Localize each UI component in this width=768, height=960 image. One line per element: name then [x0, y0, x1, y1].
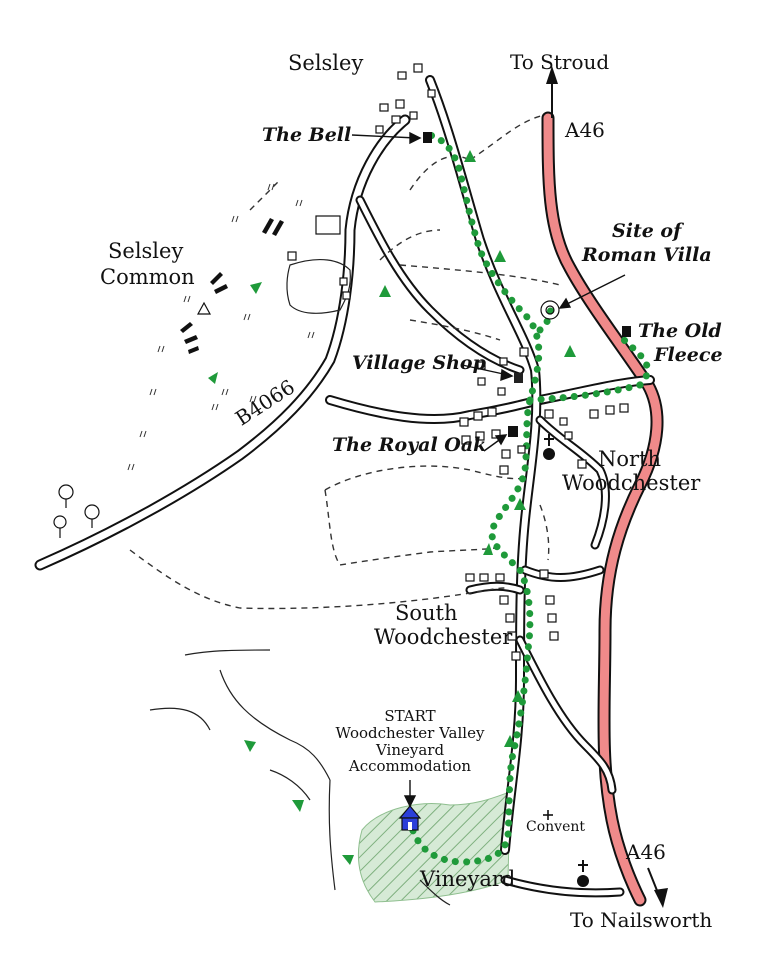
field-boundaries — [149, 259, 451, 906]
grass-ticks — [127, 183, 315, 471]
label-royal-oak: The Royal Oak — [332, 434, 487, 456]
start-line-2: Woodchester Valley — [335, 723, 485, 742]
houses — [287, 63, 629, 661]
tree-icons — [53, 484, 100, 538]
label-convent: Convent — [526, 819, 585, 835]
church-icon — [543, 434, 555, 460]
start-label: START Woodchester Valley Vineyard Accomm… — [330, 708, 490, 775]
label-selsley-common-2: Common — [100, 265, 195, 289]
church-icon — [577, 860, 589, 887]
label-old-fleece-1: The Old — [638, 320, 722, 342]
arrow-up-icon — [546, 66, 558, 84]
the-bell-marker — [423, 132, 432, 143]
label-roman-villa-2: Roman Villa — [582, 244, 712, 266]
convent-cross-icon — [543, 810, 553, 820]
hill-marks — [180, 218, 284, 354]
label-selsley-common-1: Selsley — [108, 239, 184, 263]
trig-point-icon — [196, 301, 212, 315]
label-north-woodchester-2: Woodchester — [562, 471, 701, 495]
b4066-road — [34, 114, 411, 571]
village-shop-marker — [514, 373, 523, 383]
start-line-4: Accommodation — [348, 757, 472, 776]
royal-oak-marker — [508, 426, 518, 437]
label-old-fleece-2: Fleece — [654, 344, 723, 366]
start-line-3: Vineyard — [375, 740, 445, 759]
roman-villa-icon — [540, 300, 560, 320]
walking-route — [406, 131, 651, 866]
label-north-woodchester-1: North — [598, 447, 662, 471]
label-village-shop: Village Shop — [352, 352, 486, 374]
label-vineyard: Vineyard — [420, 867, 516, 891]
label-to-nailsworth: To Nailsworth — [570, 908, 713, 932]
start-line-1: START — [384, 707, 436, 725]
label-the-bell: The Bell — [262, 124, 352, 146]
route-arrows — [208, 150, 576, 865]
leader-arrows — [351, 131, 626, 808]
label-roman-villa-1: Site of — [612, 220, 682, 242]
footpaths — [129, 114, 561, 610]
label-south-woodchester-1: South — [395, 601, 458, 625]
label-selsley: Selsley — [288, 51, 364, 75]
label-a46-north: A46 — [565, 118, 605, 142]
label-a46-south: A46 — [626, 840, 666, 864]
old-fleece-marker — [622, 326, 631, 337]
start-house-icon — [398, 805, 422, 831]
label-to-stroud: To Stroud — [510, 50, 610, 74]
arrow-down-icon — [654, 888, 668, 908]
label-south-woodchester-2: Woodchester — [374, 625, 513, 649]
